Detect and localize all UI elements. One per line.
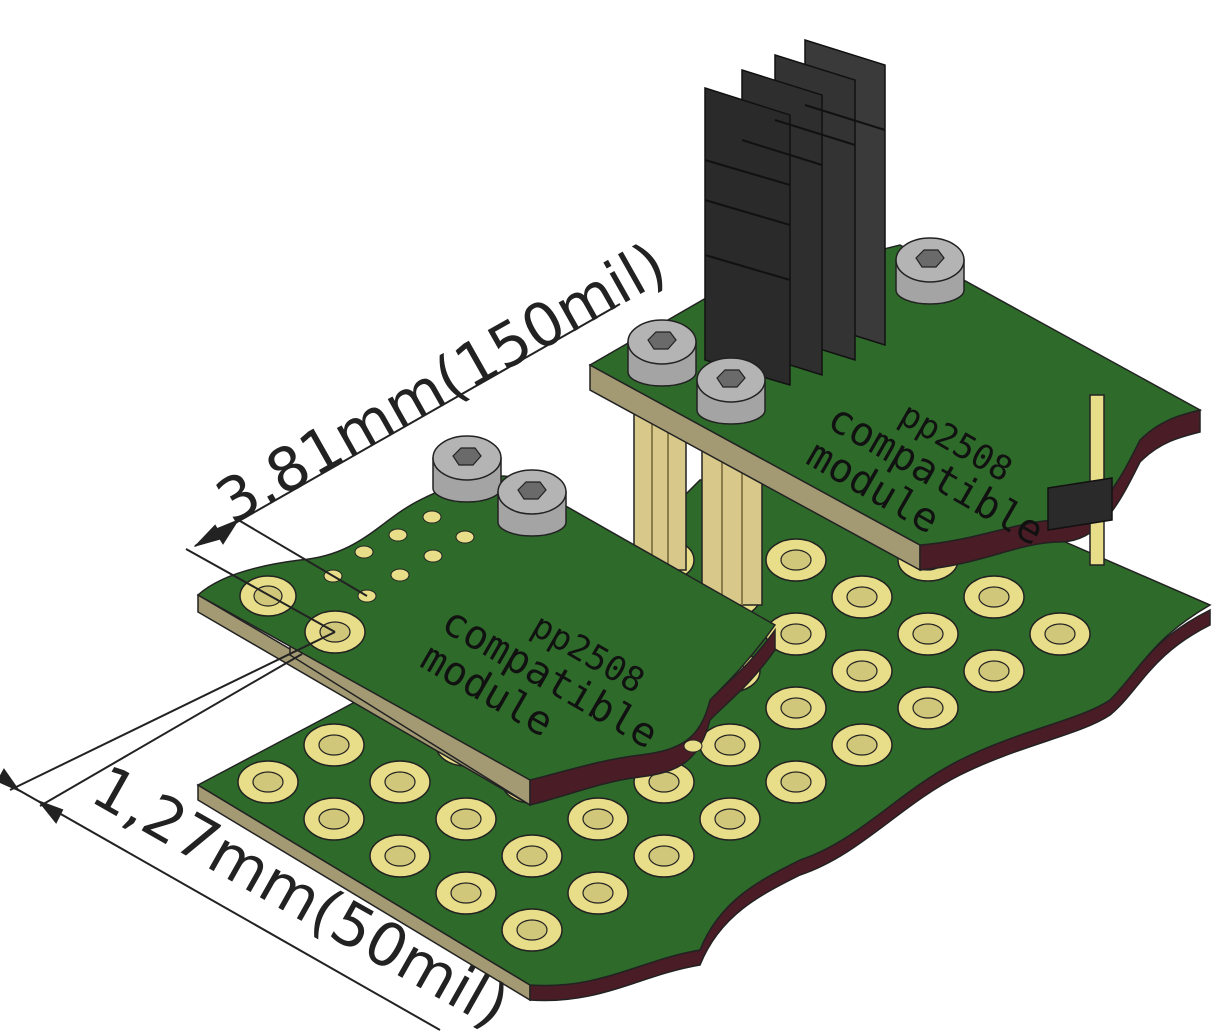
- module-left-pads: [239, 510, 703, 753]
- screw-hex-socket: [452, 447, 482, 466]
- base-pad-hole-5: [516, 919, 548, 941]
- screw-hex-socket: [915, 249, 945, 268]
- module-left-via-8: [455, 530, 475, 544]
- screw-4: [696, 357, 766, 425]
- base-pad-hole-19: [780, 771, 812, 793]
- base-pad-hole-9: [516, 845, 548, 867]
- dim-50mil-extension-2: [39, 653, 303, 807]
- base-pad-hole-31: [978, 660, 1010, 682]
- dim-50mil-extension-1: [9, 631, 336, 791]
- single-pin-clip: [1047, 477, 1113, 531]
- base-pad-hole-26: [846, 660, 878, 682]
- screw-3: [627, 319, 697, 387]
- base-pad-hole-29: [846, 586, 878, 608]
- base-pad-hole-25: [780, 623, 812, 645]
- dim-50mil-arrow-1: [0, 768, 21, 793]
- module-left-via-7: [422, 510, 442, 524]
- pin-header-connector: [704, 38, 886, 387]
- dim-150mil-extension-2: [234, 517, 368, 597]
- dimension-annotations: [0, 303, 621, 1031]
- screw-5: [895, 237, 965, 305]
- base-pad-hole-33: [978, 586, 1010, 608]
- base-pad-hole-1: [252, 771, 284, 793]
- connector-rib-3: [704, 254, 791, 281]
- module-left: [196, 475, 777, 807]
- base-pad-hole-18: [714, 734, 746, 756]
- screw-1: [432, 435, 502, 503]
- base-pad-hole-6: [318, 734, 350, 756]
- base-pad-hole-28: [780, 549, 812, 571]
- base-pad-hole-22: [846, 734, 878, 756]
- dim-50mil-dimension-line: [7, 783, 441, 1031]
- dim-50mil-arrow-2: [36, 799, 64, 824]
- screw-hex-socket: [647, 331, 677, 350]
- base-pad-hole-34: [1044, 623, 1076, 645]
- screw-hex-socket: [716, 369, 746, 388]
- base-pad-hole-10: [582, 882, 614, 904]
- base-pad-hole-3: [384, 845, 416, 867]
- screw-2: [497, 469, 567, 537]
- base-pad-hole-8: [450, 808, 482, 830]
- dim-150mil-dimension-line: [194, 303, 621, 547]
- base-pad-hole-14: [648, 845, 680, 867]
- connector-rib-4: [741, 139, 823, 166]
- module-left-via-4: [390, 568, 410, 582]
- dim-150mil-arrow-2: [213, 518, 240, 545]
- base-pad-hole-7: [384, 771, 416, 793]
- base-pad-hole-21: [780, 697, 812, 719]
- base-pad-hole-30: [912, 623, 944, 645]
- base-pad-hole-4: [450, 882, 482, 904]
- base-pad-hole-17: [714, 808, 746, 830]
- connector-rib-6: [804, 104, 886, 131]
- module-left-small-pad: [683, 739, 703, 753]
- module-left-via-2: [354, 545, 374, 559]
- dim-150mil-extension-1: [185, 548, 336, 633]
- screw-hex-socket: [517, 481, 547, 500]
- single-pin-header: [1047, 394, 1113, 566]
- connector-body-front: [704, 86, 791, 387]
- base-pad-hole-2: [318, 808, 350, 830]
- module-left-via-5: [388, 528, 408, 542]
- connector-rib-2: [704, 199, 791, 226]
- connector-rib-5: [774, 119, 856, 146]
- screws: [432, 237, 965, 537]
- connector-rib-1: [704, 159, 791, 186]
- base-pad-hole-13: [582, 808, 614, 830]
- module-left-via-6: [423, 549, 443, 563]
- base-pad-hole-27: [912, 697, 944, 719]
